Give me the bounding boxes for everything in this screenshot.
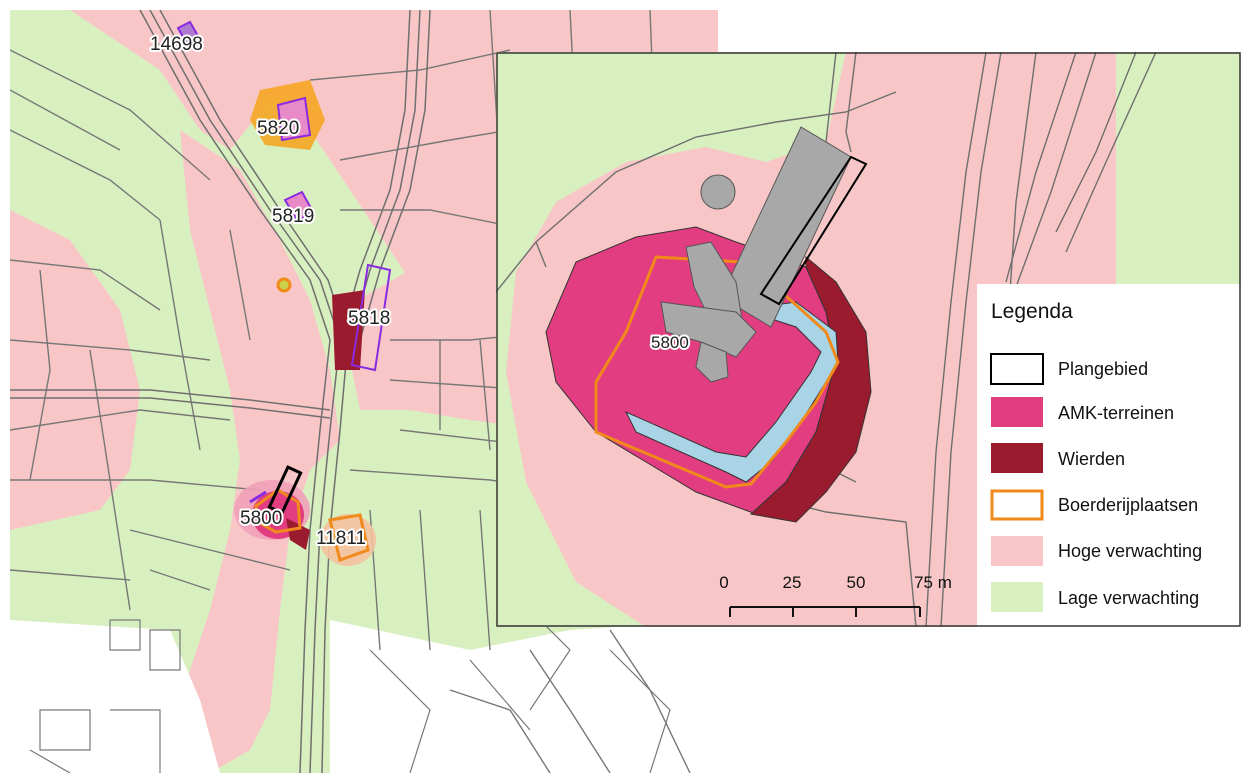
feature-5820	[250, 80, 325, 150]
detail-label-5800: 5800	[651, 333, 689, 352]
label-14698: 14698	[150, 34, 203, 55]
legend-swatch-lage	[991, 582, 1043, 612]
detail-plangebied[interactable]	[759, 155, 868, 306]
feature-14698	[176, 20, 200, 48]
detail-wierden[interactable]	[749, 255, 872, 523]
scalebar-tick-50: 50	[847, 573, 866, 592]
feature-5818	[332, 263, 392, 372]
label-5800: 5800	[240, 508, 282, 529]
legend-swatch-boerderij	[990, 489, 1044, 521]
legend: Legenda Plangebied AMK-terreinen Wierden…	[977, 284, 1241, 627]
feature-5819	[283, 190, 314, 224]
scalebar-tick-0: 0	[719, 573, 728, 592]
legend-label-wierden: Wierden	[1058, 449, 1125, 469]
legend-label-amk: AMK-terreinen	[1058, 403, 1174, 423]
legend-swatch-hoge	[991, 536, 1043, 566]
scalebar-tick-75: 75 m	[914, 573, 952, 592]
label-5820: 5820	[257, 118, 299, 139]
built-up-area-southeast	[330, 620, 718, 773]
feature-5800	[234, 465, 310, 550]
label-11811: 11811	[316, 528, 366, 549]
built-up-area-south	[10, 620, 220, 773]
legend-label-hoge: Hoge verwachting	[1058, 541, 1202, 561]
detail-lage-verwachting-east	[1116, 52, 1241, 287]
legend-label-lage: Lage verwachting	[1058, 588, 1199, 608]
detail-map-frame	[496, 52, 1241, 627]
scalebar-tick-25: 25	[783, 573, 802, 592]
detail-map: 5800 0 25 50 75 m Legenda Plangebied AMK…	[496, 52, 1241, 627]
hoge-verwachting-area-central	[160, 130, 340, 773]
detail-buildings	[660, 126, 852, 383]
legend-swatch-amk	[991, 397, 1043, 427]
scalebar: 0 25 50 75 m	[719, 573, 952, 617]
legend-label-boerderij: Boerderijplaatsen	[1058, 495, 1198, 515]
detail-silo	[700, 174, 736, 210]
legend-label-plangebied: Plangebied	[1058, 359, 1148, 379]
overview-plangebied	[267, 465, 303, 515]
label-5819: 5819	[272, 206, 314, 227]
legend-swatch-plangebied	[990, 353, 1044, 385]
feature-11811	[320, 513, 376, 566]
legend-swatch-wierden	[991, 443, 1043, 473]
feature-marker-point	[276, 277, 292, 293]
label-5818: 5818	[348, 308, 390, 329]
legend-title: Legenda	[991, 300, 1073, 323]
